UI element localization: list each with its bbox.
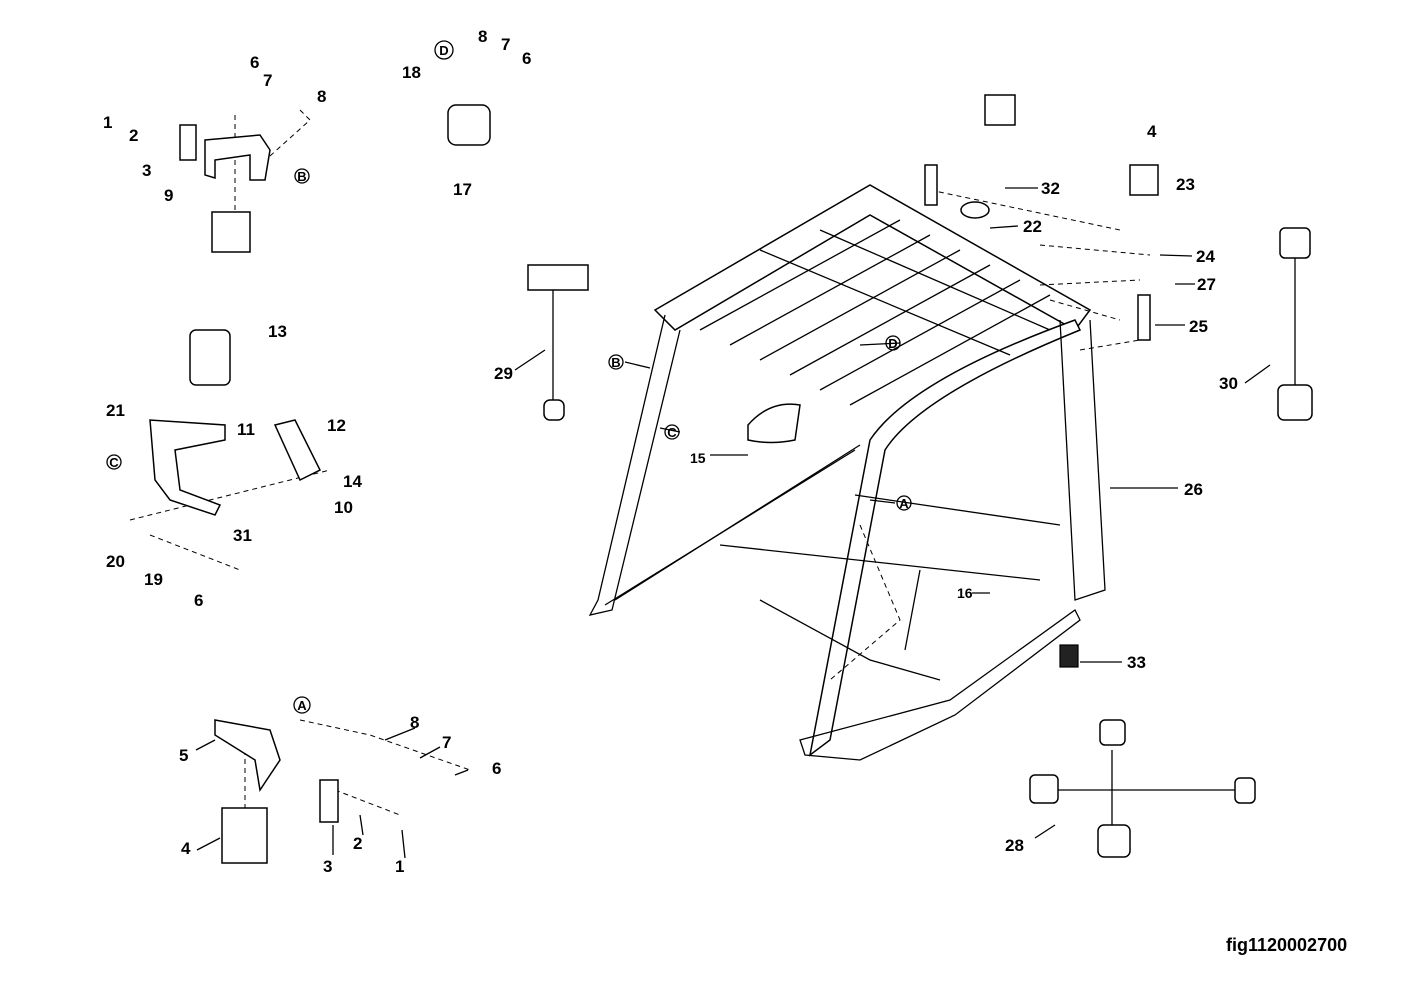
callout-6: 6	[194, 591, 203, 610]
svg-text:D: D	[439, 43, 448, 58]
callout-20: 20	[106, 552, 125, 571]
mount-33	[1059, 644, 1079, 668]
callout-2: 2	[353, 834, 362, 853]
svg-text:C: C	[109, 455, 119, 470]
callout-16: 16	[957, 585, 973, 601]
decal	[747, 403, 801, 444]
callout-5: 5	[179, 746, 188, 765]
callout-6: 6	[250, 53, 259, 72]
ref-circle-c-cab: C	[664, 424, 680, 440]
ref-circle-a-bottom: A	[293, 696, 311, 714]
callout-23: 23	[1176, 175, 1195, 194]
callout-15: 15	[690, 450, 706, 466]
callout-4: 4	[1147, 122, 1157, 141]
callout-7: 7	[263, 71, 272, 90]
callout-11: 11	[237, 420, 255, 439]
callout-3: 3	[323, 857, 332, 876]
callout-8: 8	[410, 713, 419, 732]
svg-text:B: B	[611, 355, 620, 370]
callout-9: 9	[164, 186, 173, 205]
callouts: 6 7 8 1 2 3 9 8 7 6 18 17 13 21 11 12 14…	[103, 27, 1238, 876]
svg-text:B: B	[297, 169, 306, 184]
ref-circle-d-top: D	[434, 40, 454, 60]
callout-12: 12	[327, 416, 346, 435]
callout-7: 7	[501, 35, 510, 54]
callout-14: 14	[343, 472, 362, 491]
callout-19: 19	[144, 570, 163, 589]
parts	[149, 94, 1313, 864]
callout-6: 6	[522, 49, 531, 68]
callout-33: 33	[1127, 653, 1146, 672]
callout-17: 17	[453, 180, 472, 199]
svg-text:A: A	[297, 698, 307, 713]
callout-27: 27	[1197, 275, 1216, 294]
callout-31: 31	[233, 526, 252, 545]
callout-8: 8	[478, 27, 487, 46]
callout-2: 2	[129, 126, 138, 145]
callout-24: 24	[1196, 247, 1215, 266]
callout-26: 26	[1184, 480, 1203, 499]
callout-3: 3	[142, 161, 151, 180]
callout-28: 28	[1005, 836, 1024, 855]
callout-18: 18	[402, 63, 421, 82]
svg-text:A: A	[899, 496, 909, 511]
cab-frame	[588, 184, 1106, 761]
callout-29: 29	[494, 364, 513, 383]
callout-8: 8	[317, 87, 326, 106]
ref-circle-a-cab: A	[896, 495, 912, 511]
callout-4: 4	[181, 839, 191, 858]
callout-1: 1	[395, 857, 404, 876]
callout-13: 13	[268, 322, 287, 341]
figure-id: fig1120002700	[1226, 935, 1347, 955]
callout-25: 25	[1189, 317, 1208, 336]
callout-21: 21	[106, 401, 125, 420]
svg-text:C: C	[667, 425, 677, 440]
callout-7: 7	[442, 733, 451, 752]
ref-circle-b-cab: B	[608, 354, 624, 370]
callout-30: 30	[1219, 374, 1238, 393]
callout-22: 22	[1023, 217, 1042, 236]
callout-32: 32	[1041, 179, 1060, 198]
callout-10: 10	[334, 498, 353, 517]
ref-circle-c-left: C	[106, 454, 122, 470]
ref-circle-b-left: B	[294, 168, 310, 184]
roof-slats	[699, 219, 1051, 406]
callout-6: 6	[492, 759, 501, 778]
callout-1: 1	[103, 113, 112, 132]
